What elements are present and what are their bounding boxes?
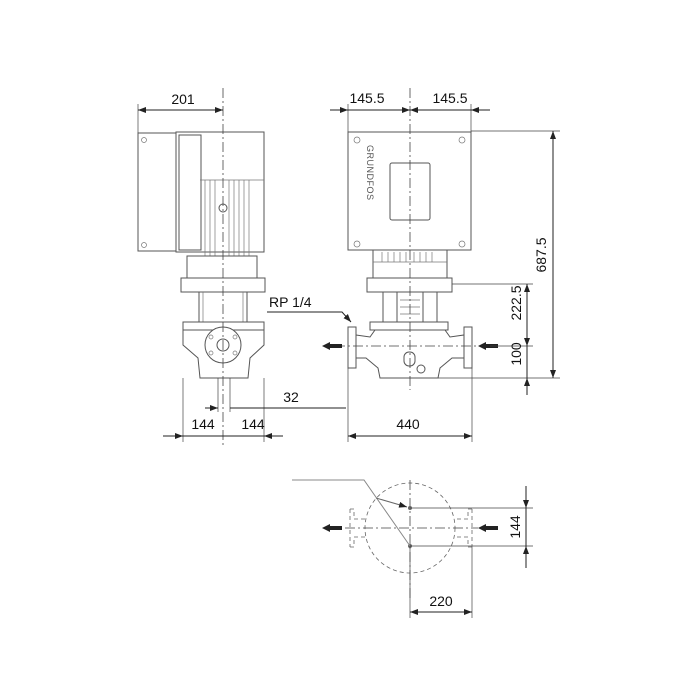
top-outlet-arrow-icon bbox=[322, 524, 342, 532]
dim-bolt-spacing: 144 bbox=[507, 515, 523, 539]
dim-total-height: 687.5 bbox=[533, 237, 549, 272]
top-inlet-arrow-icon bbox=[478, 524, 498, 532]
dim-offset: 32 bbox=[283, 389, 299, 405]
dim-port-to-port: 440 bbox=[396, 416, 420, 432]
dim-flange-distance: 220 bbox=[429, 593, 453, 609]
top-view: 144 220 bbox=[292, 479, 533, 618]
dim-foot-left: 144 bbox=[191, 416, 215, 432]
dim-axis-height: 100 bbox=[508, 342, 524, 366]
dim-half-width-left: 145.5 bbox=[349, 90, 384, 106]
outlet-flow-arrow-icon bbox=[322, 342, 342, 350]
brand-logo: GRUNDFOS bbox=[365, 145, 375, 201]
connection-label: RP 1/4 bbox=[269, 294, 312, 310]
dim-foot-right: 144 bbox=[241, 416, 265, 432]
front-view: GRUNDFOS 145.5 145.5 bbox=[267, 88, 560, 442]
outlet-flange bbox=[347, 326, 357, 369]
dim-half-width-right: 145.5 bbox=[432, 90, 467, 106]
terminal-box-cover bbox=[137, 132, 177, 252]
motor-fins-front bbox=[373, 252, 447, 263]
inlet-flange bbox=[463, 326, 473, 369]
motor-fins bbox=[200, 179, 264, 258]
dim-flange-to-axis: 222.5 bbox=[508, 285, 524, 320]
inlet-flow-arrow-icon bbox=[478, 342, 498, 350]
side-view: 201 144 144 32 bbox=[137, 88, 346, 445]
drain-plug bbox=[416, 364, 426, 374]
dim-width: 201 bbox=[171, 91, 195, 107]
